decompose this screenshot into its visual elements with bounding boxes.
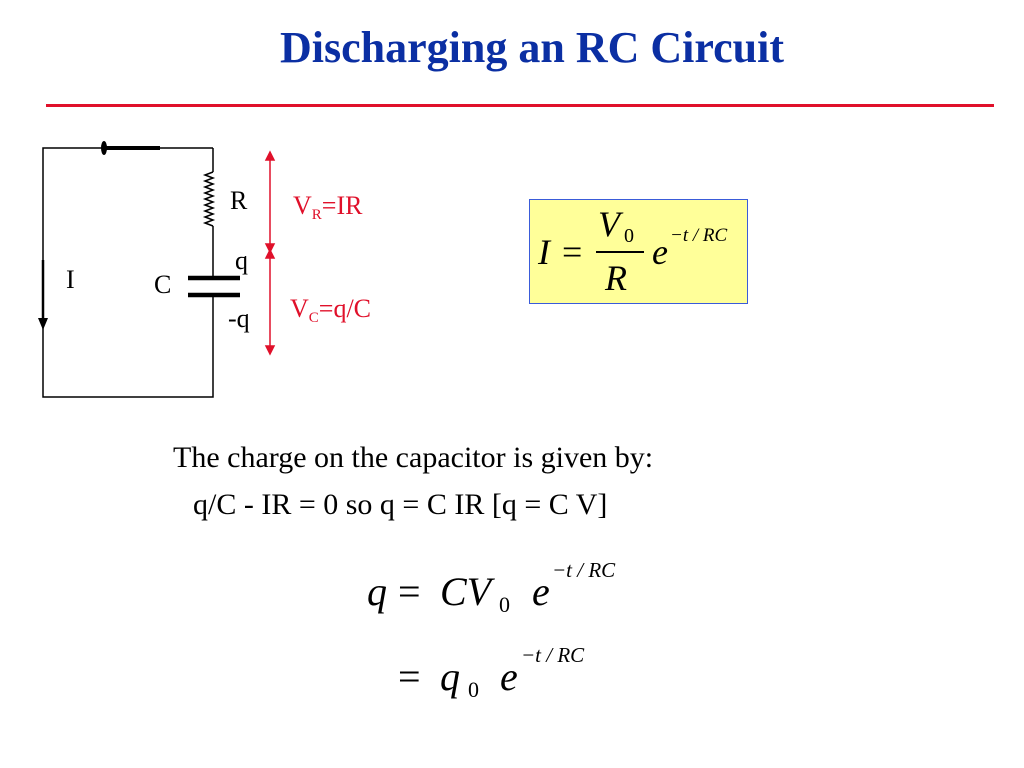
charge-formula-exp-base-2: e: [500, 654, 518, 699]
title-divider: [46, 104, 994, 107]
vc-arrow-head-top: [264, 248, 276, 259]
vr-arrow-head-bottom: [264, 243, 276, 254]
vr-arrow-head-top: [264, 150, 276, 161]
current-formula-numerator-sub: 0: [624, 225, 634, 247]
slide-title: Discharging an RC Circuit: [280, 23, 784, 72]
resistor-label: R: [230, 186, 248, 215]
charge-formula-equals-2: =: [398, 654, 421, 699]
charge-formula-exponent-1: −t / RC: [552, 558, 616, 582]
current-formula-equals: =: [562, 232, 583, 272]
resistor-zigzag: [202, 171, 216, 227]
current-formula-lhs: I: [538, 232, 550, 272]
current-arrow-head: [38, 318, 48, 330]
charge-formula-sub-2: 0: [468, 677, 479, 702]
plus-charge-label: q: [235, 246, 248, 275]
charge-formula-exponent-2: −t / RC: [521, 643, 585, 667]
charge-formula-exp-base-1: e: [532, 569, 550, 614]
current-formula-denominator: R: [605, 258, 627, 298]
current-label: I: [66, 265, 75, 294]
explanation-line-2: q/C - IR = 0 so q = C IR [q = C V]: [193, 488, 608, 521]
current-formula-exponent: −t / RC: [670, 225, 728, 246]
charge-formula-main-1: CV: [440, 569, 492, 614]
charge-formula-sub-1: 0: [499, 592, 510, 617]
explanation-line-1: The charge on the capacitor is given by:: [173, 441, 654, 474]
charge-formula-main-2: q: [440, 654, 460, 699]
minus-charge-label: -q: [228, 304, 250, 333]
vc-arrow-head-bottom: [264, 345, 276, 356]
circuit-wire-top-left: [42, 147, 214, 398]
vr-label: VR=IR: [293, 191, 363, 223]
current-formula-exp-base: e: [652, 232, 668, 272]
charge-formula-equals-1: =: [398, 569, 421, 614]
charge-formula-lhs: q: [367, 569, 387, 614]
rc-circuit-diagram: [38, 141, 276, 398]
current-formula-box: I = V 0 R e −t / RC: [529, 199, 748, 304]
capacitor-label: C: [154, 270, 172, 299]
switch-contact: [101, 141, 107, 155]
vc-label: VC=q/C: [290, 294, 372, 326]
fraction-bar: [596, 251, 644, 253]
current-formula-numerator: V: [598, 204, 620, 244]
